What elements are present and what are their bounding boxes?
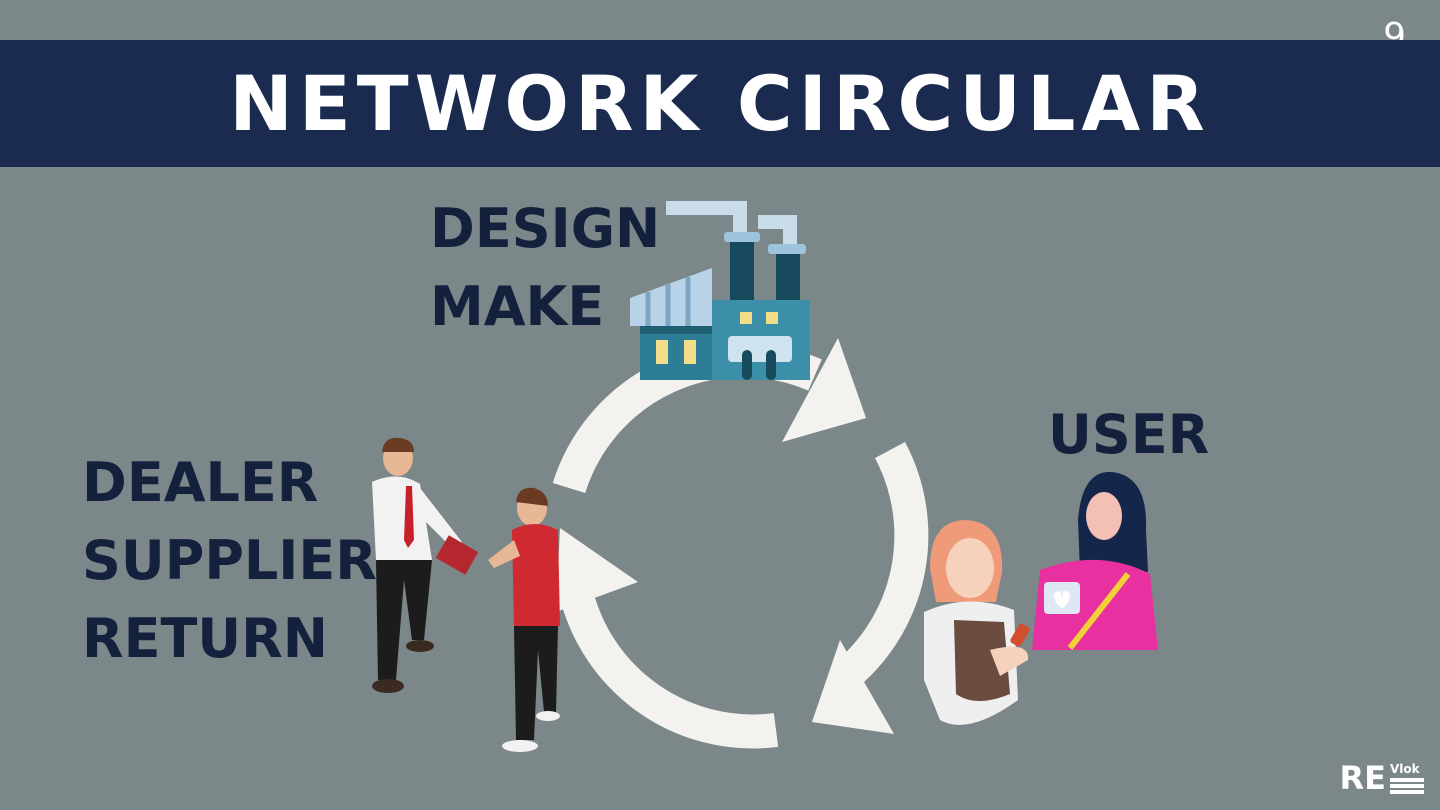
- stage-line: DEALER: [82, 451, 319, 514]
- logo-sub-text: Vlok: [1390, 762, 1420, 776]
- handshake-people-icon: [372, 437, 560, 752]
- title-banner: NETWORK CIRCULAR: [0, 40, 1440, 167]
- stage-line: MAKE: [430, 275, 605, 338]
- brand-logo: RE Vlok: [1339, 759, 1424, 797]
- stage-label-design-make: DESIGN MAKE: [430, 190, 660, 346]
- cycle-arrows: [552, 338, 929, 749]
- users-with-phone-icon: [924, 471, 1158, 725]
- arrow-right: [812, 442, 929, 734]
- stage-label-user: USER: [1048, 396, 1209, 474]
- stage-line: USER: [1048, 403, 1210, 466]
- factory-icon: [630, 201, 810, 380]
- logo-main-text: RE: [1339, 759, 1387, 797]
- stage-line: SUPPLIER: [82, 529, 377, 592]
- logo-bars-icon: [1390, 778, 1424, 794]
- slide-title: NETWORK CIRCULAR: [229, 59, 1211, 148]
- arrow-bottom-left: [555, 528, 779, 749]
- stage-label-dealer-supplier-return: DEALER SUPPLIER RETURN: [82, 444, 377, 678]
- stage-line: DESIGN: [430, 197, 661, 260]
- stage-line: RETURN: [82, 607, 328, 670]
- logo-mark: Vlok: [1390, 763, 1424, 794]
